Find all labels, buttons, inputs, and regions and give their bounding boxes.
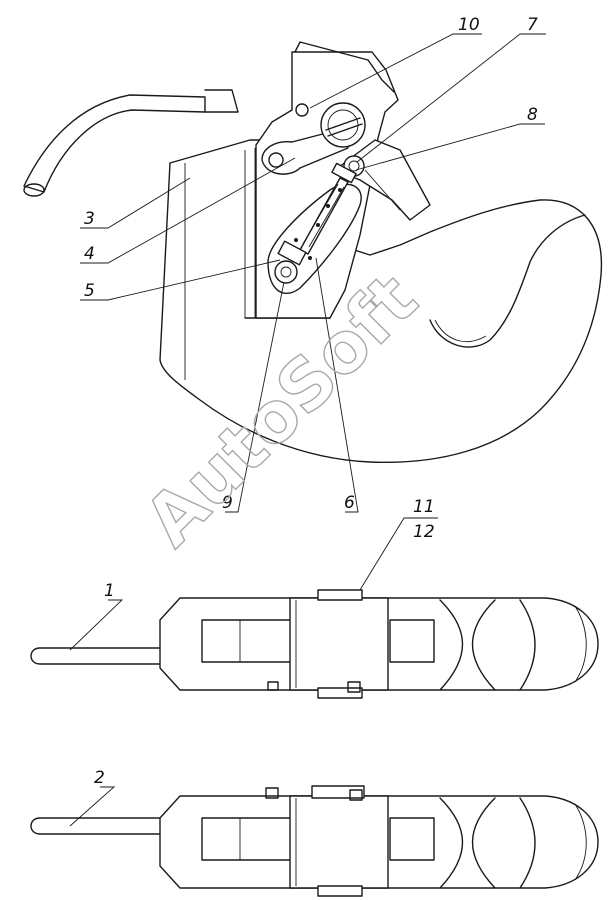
callout-6: 6 xyxy=(344,493,355,513)
leader-lines xyxy=(69,33,546,827)
callout-9: 9 xyxy=(222,493,233,513)
hook-top-view-1 xyxy=(30,589,599,699)
callout-5: 5 xyxy=(84,281,95,301)
callout-1: 1 xyxy=(104,581,115,601)
callout-3: 3 xyxy=(84,209,95,229)
hook-side-view xyxy=(23,41,603,464)
hook-top-view-2 xyxy=(30,785,599,897)
callout-4: 4 xyxy=(84,244,95,264)
callout-8: 8 xyxy=(527,105,538,125)
callout-7: 7 xyxy=(527,15,538,35)
callout-2: 2 xyxy=(94,768,105,788)
callout-12: 12 xyxy=(413,522,435,542)
callout-11: 11 xyxy=(413,497,435,517)
callouts: 10 7 8 3 4 5 9 6 11 12 1 2 xyxy=(84,15,538,788)
callout-10: 10 xyxy=(458,15,480,35)
